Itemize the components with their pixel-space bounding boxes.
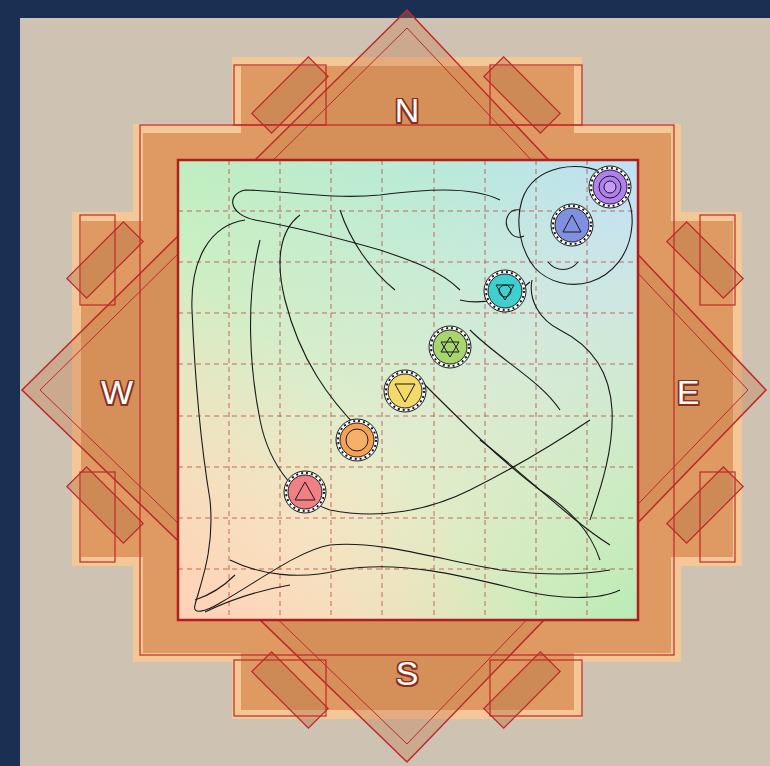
direction-label: S	[396, 656, 419, 690]
direction-label: N	[395, 93, 420, 127]
direction-label: E	[677, 375, 700, 409]
direction-label: W	[101, 375, 133, 409]
